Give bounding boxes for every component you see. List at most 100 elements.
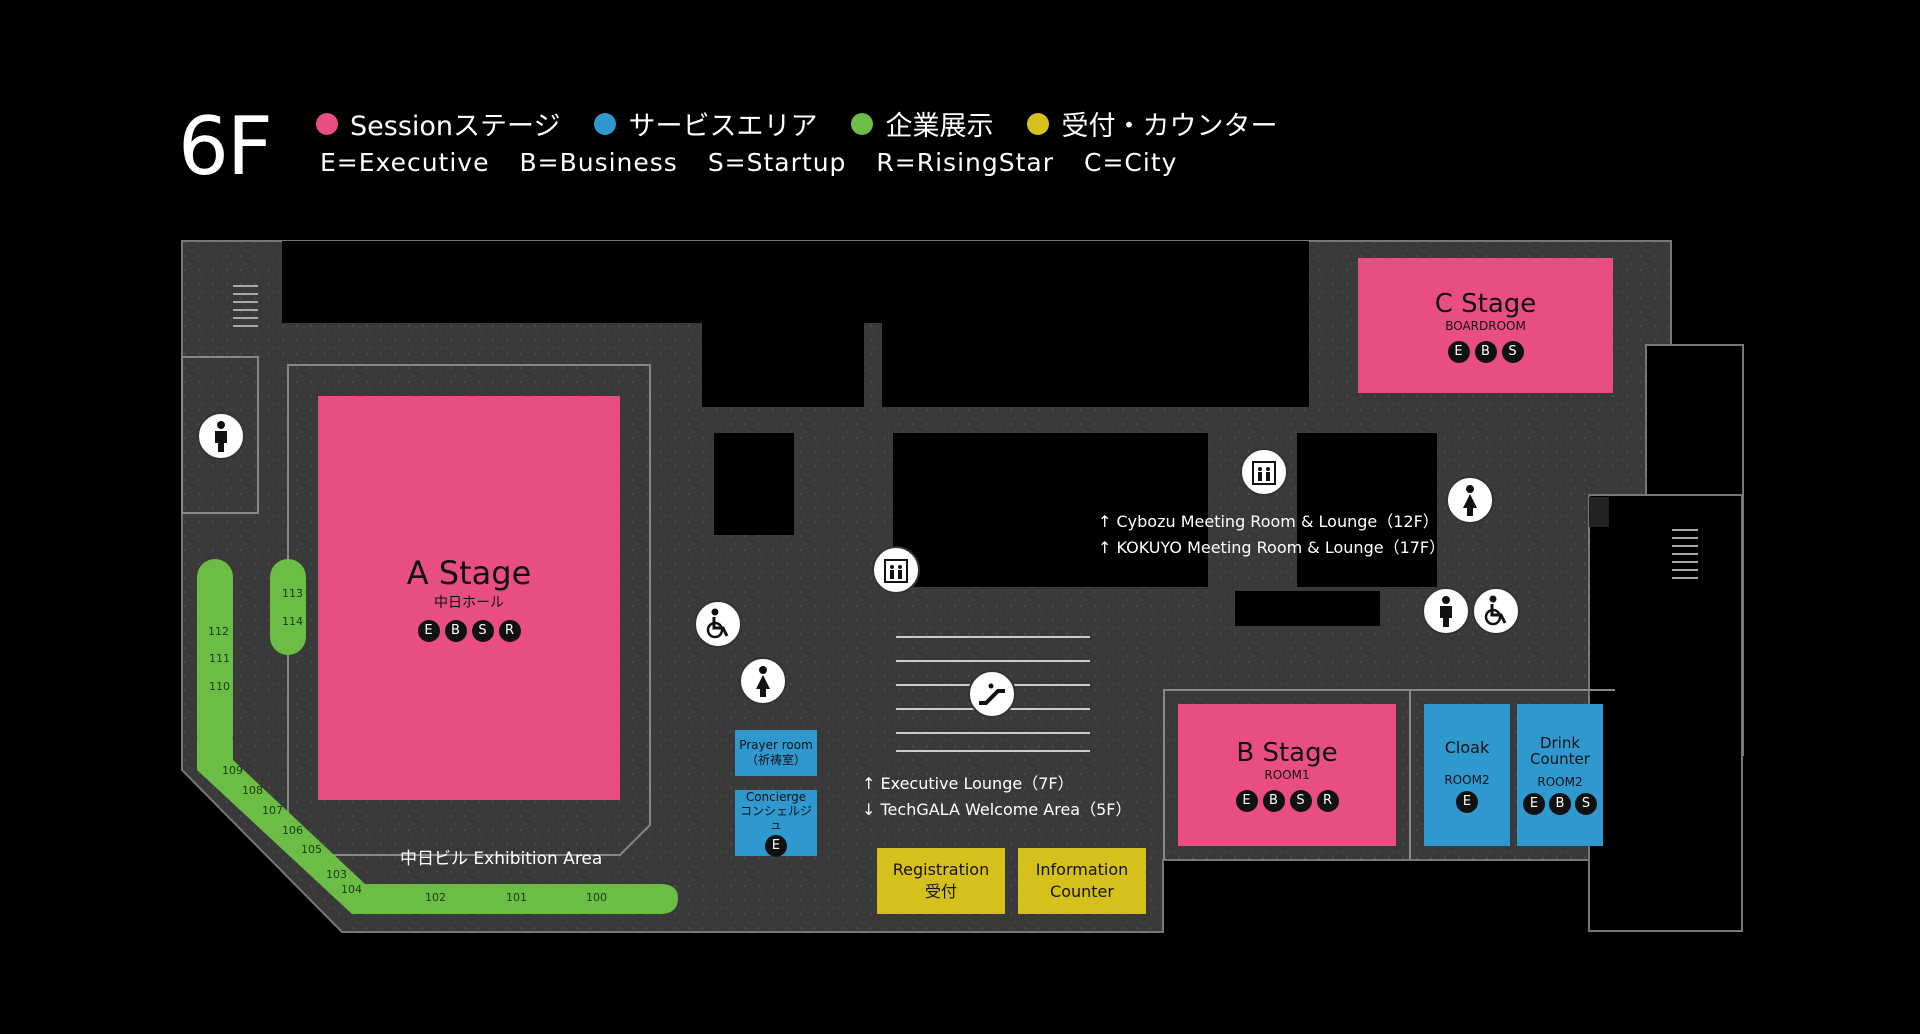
drink-counter[interactable]: Drink Counter ROOM2 E B S: [1517, 704, 1603, 846]
male-restroom-icon[interactable]: [197, 412, 245, 460]
male-restroom-icon[interactable]: [1422, 587, 1470, 635]
badge: S: [1575, 793, 1597, 815]
badge: R: [1316, 790, 1339, 812]
legend-dot: [316, 112, 338, 135]
badge: S: [471, 620, 494, 642]
b-stage-badges: E B S R: [1235, 790, 1339, 812]
booth-number: 111: [209, 652, 230, 665]
elevator-icon[interactable]: [872, 546, 920, 594]
booth-number: 101: [506, 891, 527, 904]
b-stage-subtitle: ROOM1: [1264, 768, 1310, 782]
concierge-line1: Concierge: [745, 789, 807, 804]
booth-number: 102: [425, 891, 446, 904]
badge: E: [765, 834, 787, 857]
booth-number: 107: [262, 804, 283, 817]
a-stage-badges: E B S R: [417, 620, 521, 642]
wheelchair-icon[interactable]: [694, 600, 742, 648]
cloak-title: Cloak: [1444, 737, 1490, 757]
legend-label: 企業展示: [885, 111, 994, 142]
b-stage[interactable]: B Stage ROOM1 E B S R: [1178, 704, 1396, 846]
booth-number: 104: [341, 883, 362, 896]
badge: B: [444, 620, 467, 642]
up-arrow-icon: ↑: [1098, 538, 1117, 557]
abbr-risingstar: R=RisingStar: [876, 148, 1055, 177]
escalator-icon[interactable]: [968, 670, 1016, 718]
female-restroom-icon[interactable]: [739, 657, 787, 705]
cloak-subtitle: ROOM2: [1444, 772, 1490, 787]
legend-item-exhibit: 企業展示: [851, 104, 993, 143]
concierge[interactable]: Concierge コンシェルジュ E: [735, 789, 817, 857]
information-counter[interactable]: Information Counter: [1018, 848, 1146, 914]
information-line2: Counter: [1050, 882, 1114, 901]
badge: E: [417, 620, 440, 642]
floor-label: 6F: [178, 100, 273, 193]
drink-counter-title: Drink Counter: [1530, 734, 1590, 768]
badge: R: [498, 620, 521, 642]
concierge-badges: E: [765, 834, 787, 857]
badge: B: [1549, 793, 1571, 815]
legend-dot: [594, 112, 617, 135]
elevator-icon[interactable]: [1240, 448, 1288, 496]
badge: E: [1456, 790, 1478, 813]
prayer-room-line2: （祈祷室）: [745, 753, 806, 767]
abbreviations: E=Executive B=Business S=Startup R=Risin…: [320, 148, 1177, 177]
booth-number: 108: [242, 784, 263, 797]
exhibition-area-label: 中日ビル Exhibition Area: [400, 849, 603, 869]
c-stage[interactable]: C Stage BOARDROOM E B S: [1358, 258, 1613, 393]
legend-dot: [851, 112, 874, 135]
legend-label: Sessionステージ: [350, 111, 561, 142]
legend-item-session: Sessionステージ: [316, 104, 560, 143]
abbr-business: B=Business: [519, 148, 678, 177]
registration-line1: Registration: [892, 860, 990, 879]
drink-counter-subtitle: ROOM2: [1537, 775, 1583, 789]
booth-number: 105: [301, 843, 322, 856]
direction-techgala: ↓ TechGALA Welcome Area（5F）: [862, 796, 1131, 820]
up-arrow-icon: ↑: [862, 774, 881, 793]
booth-number: 114: [282, 615, 303, 628]
booth-number: 110: [209, 680, 230, 693]
legend-label: サービスエリア: [628, 111, 818, 142]
prayer-room-line1: Prayer room: [739, 738, 813, 752]
wheelchair-icon[interactable]: [1472, 587, 1520, 635]
abbr-startup: S=Startup: [707, 148, 847, 177]
c-stage-subtitle: BOARDROOM: [1445, 318, 1526, 333]
legend-item-counter: 受付・カウンター: [1027, 104, 1277, 143]
booth-number: 109: [222, 764, 243, 777]
prayer-room[interactable]: Prayer room （祈祷室）: [735, 730, 817, 776]
direction-techgala-text: TechGALA Welcome Area（5F）: [880, 800, 1132, 819]
direction-executive: ↑ Executive Lounge（7F）: [862, 770, 1074, 794]
direction-cybozu-text: Cybozu Meeting Room & Lounge（12F）: [1116, 512, 1439, 531]
booth-number: 113: [282, 587, 303, 600]
c-stage-badges: E B S: [1447, 340, 1524, 363]
up-arrow-icon: ↑: [1098, 512, 1117, 531]
information-line1: Information: [1035, 860, 1129, 879]
cloak[interactable]: Cloak ROOM2 E: [1424, 704, 1510, 846]
female-restroom-icon[interactable]: [1446, 476, 1494, 524]
c-stage-title: C Stage: [1434, 288, 1537, 319]
badge: S: [1501, 340, 1524, 363]
legend-dot: [1027, 112, 1050, 135]
drink-counter-badges: E B S: [1523, 793, 1597, 815]
badge: B: [1474, 340, 1497, 363]
direction-cybozu: ↑ Cybozu Meeting Room & Lounge（12F）: [1098, 508, 1439, 532]
booth-number: 112: [208, 625, 229, 638]
registration-counter[interactable]: Registration 受付: [877, 848, 1005, 914]
badge: E: [1523, 793, 1545, 815]
badge: E: [1447, 340, 1470, 363]
registration-line2: 受付: [924, 882, 957, 901]
a-stage[interactable]: A Stage 中日ホール E B S R: [318, 396, 620, 800]
booth-number: 100: [586, 891, 607, 904]
legend: Sessionステージ サービスエリア 企業展示 受付・カウンター: [316, 104, 1277, 143]
down-arrow-icon: ↓: [862, 800, 881, 819]
badge: B: [1262, 790, 1285, 812]
direction-executive-text: Executive Lounge（7F）: [880, 774, 1074, 793]
booth-number: 103: [326, 868, 347, 881]
badge: E: [1235, 790, 1258, 812]
b-stage-title: B Stage: [1236, 738, 1338, 768]
cloak-badges: E: [1456, 790, 1478, 813]
a-stage-subtitle: 中日ホール: [434, 595, 504, 611]
a-stage-title: A Stage: [406, 554, 532, 592]
badge: S: [1289, 790, 1312, 812]
legend-item-service: サービスエリア: [594, 104, 817, 143]
direction-kokuyo-text: KOKUYO Meeting Room & Lounge（17F）: [1116, 538, 1446, 557]
